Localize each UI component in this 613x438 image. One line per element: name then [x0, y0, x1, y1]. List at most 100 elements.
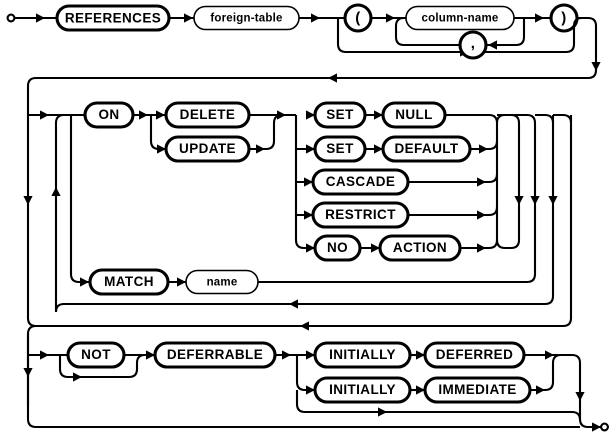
- arrow-fanout-set1: [306, 110, 315, 120]
- arrow-to-update: [157, 144, 166, 154]
- rail-match-merge-right: [258, 113, 537, 284]
- rail-row2-repeat-back: [54, 113, 65, 312]
- arrow-action-merge: [477, 243, 486, 253]
- rail-null-out-merge: [445, 113, 511, 250]
- node-column-name-label: column-name: [422, 13, 499, 25]
- node-null-label: NULL: [395, 107, 433, 122]
- node-initially-2-label: INITIALLY: [329, 382, 396, 397]
- rail-comma-loop-left: [394, 16, 460, 47]
- arrow-comma-loop: [488, 40, 497, 50]
- arrow-group-out-2: [530, 196, 540, 205]
- arrow-to-match: [80, 277, 89, 287]
- rail-row3-left-to-end: [26, 406, 580, 429]
- node-delete-label: DELETE: [180, 107, 236, 122]
- arrow-fanout-cascade: [304, 177, 313, 187]
- arrow-deferred-out: [545, 350, 554, 360]
- rail-row2-loopback: [54, 115, 555, 313]
- arrow-row3-left-down: [23, 368, 33, 377]
- arrow-initially2-to-immediate: [416, 385, 425, 395]
- arrow-set1-to-null: [374, 110, 383, 120]
- arrow-default-merge: [479, 144, 488, 154]
- node-match-label: MATCH: [104, 274, 154, 289]
- node-set-2-label: SET: [326, 141, 354, 156]
- node-foreign-table-label: foreign-table: [210, 13, 282, 25]
- node-rparen-label: ): [561, 9, 566, 26]
- node-not-label: NOT: [81, 347, 111, 362]
- end-dot: [600, 422, 609, 432]
- arrow-group-out-1: [514, 196, 524, 205]
- rail-fork-initially-2: [295, 355, 315, 392]
- arrow-row2-loopback: [289, 299, 298, 309]
- arrow-fanout-no: [306, 243, 315, 253]
- node-action-label: ACTION: [393, 240, 447, 255]
- rail-bypass-merge: [565, 16, 583, 54]
- arrow-no-to-action: [371, 243, 380, 253]
- node-set-1-label: SET: [326, 107, 354, 122]
- rail-update-merge: [249, 113, 283, 151]
- node-on-label: ON: [98, 107, 119, 122]
- rail-left-bypass-merge: [26, 306, 37, 328]
- arrow-colname-to-rparen: [535, 13, 544, 23]
- node-references-label: REFERENCES: [65, 10, 161, 25]
- node-no-label: NO: [327, 240, 348, 255]
- rail-immediate-merge: [530, 353, 562, 392]
- arrow-fanout-restrict: [304, 210, 313, 220]
- rail-restrict-merge: [408, 206, 499, 217]
- rail-row1-wrap: [26, 16, 598, 108]
- node-default-label: DEFAULT: [394, 141, 458, 156]
- rail-action-merge: [460, 239, 499, 250]
- rail-wrap-join: [553, 113, 573, 124]
- rail-not-bypass: [58, 353, 146, 379]
- arrow-match-to-name: [177, 277, 186, 287]
- arrow-end: [592, 422, 601, 432]
- arrow-row1-wrap-left: [328, 73, 337, 83]
- node-name-label: name: [207, 277, 238, 289]
- arrow-to-delete: [156, 110, 165, 120]
- rail-initially-bypass: [295, 390, 520, 414]
- arrow-set2-to-default: [374, 144, 383, 154]
- arrow-initially1-to-deferred: [416, 350, 425, 360]
- node-deferred-label: DEFERRED: [436, 347, 513, 362]
- rail-group-out-1: [497, 113, 521, 250]
- node-initially-1-label: INITIALLY: [329, 347, 396, 362]
- node-deferrable-label: DEFERRABLE: [167, 347, 263, 362]
- arrow-to-initially-1: [306, 350, 315, 360]
- arrow-lparen-to-colname: [386, 13, 395, 23]
- arrow-restrict-merge: [477, 210, 486, 220]
- arrow-row2-repeat-back: [51, 187, 61, 196]
- node-update-label: UPDATE: [179, 141, 236, 156]
- arrow-row2-loopback-down: [548, 196, 558, 205]
- arrow-row3-right-down: [575, 392, 585, 401]
- node-cascade-label: CASCADE: [326, 174, 396, 189]
- rail-row3-right-end: [571, 353, 601, 429]
- rail-default-merge: [470, 140, 499, 151]
- node-comma-label: ,: [471, 35, 476, 52]
- arrow-ref-to-ftable: [184, 13, 193, 23]
- arrow-action-fork-in: [277, 110, 286, 120]
- arrow-row2-wrap: [300, 321, 309, 331]
- arrow-fanout-set2: [306, 144, 315, 154]
- arrow-on-out: [139, 110, 148, 120]
- arrow-row2-left-bypass: [23, 196, 33, 205]
- arrow-row2-entry: [40, 110, 49, 120]
- arrow-to-initially-2: [306, 385, 315, 395]
- rail-comma-loop-right: [486, 18, 526, 47]
- rail-row2-wrap: [26, 115, 573, 406]
- arrow-initially-bypass: [378, 407, 387, 417]
- arrow-row1-right-down: [591, 62, 601, 71]
- node-immediate-label: IMMEDIATE: [438, 382, 516, 397]
- arrow-cascade-merge: [477, 177, 486, 187]
- rail-paren-bypass: [336, 18, 566, 54]
- rail-loopback-join: [535, 113, 555, 124]
- arrow-immediate-merge: [536, 385, 545, 395]
- rail-bypass-to-end: [520, 410, 582, 421]
- rail-fork-to-update: [149, 115, 166, 151]
- arrow-start: [36, 13, 45, 23]
- arrow-ftable-out: [311, 13, 320, 23]
- arrow-not-to-deferrable: [146, 350, 155, 360]
- arrow-deferrable-out: [282, 350, 291, 360]
- rail-action-fanout: [294, 115, 315, 250]
- start-dot: [6, 13, 16, 23]
